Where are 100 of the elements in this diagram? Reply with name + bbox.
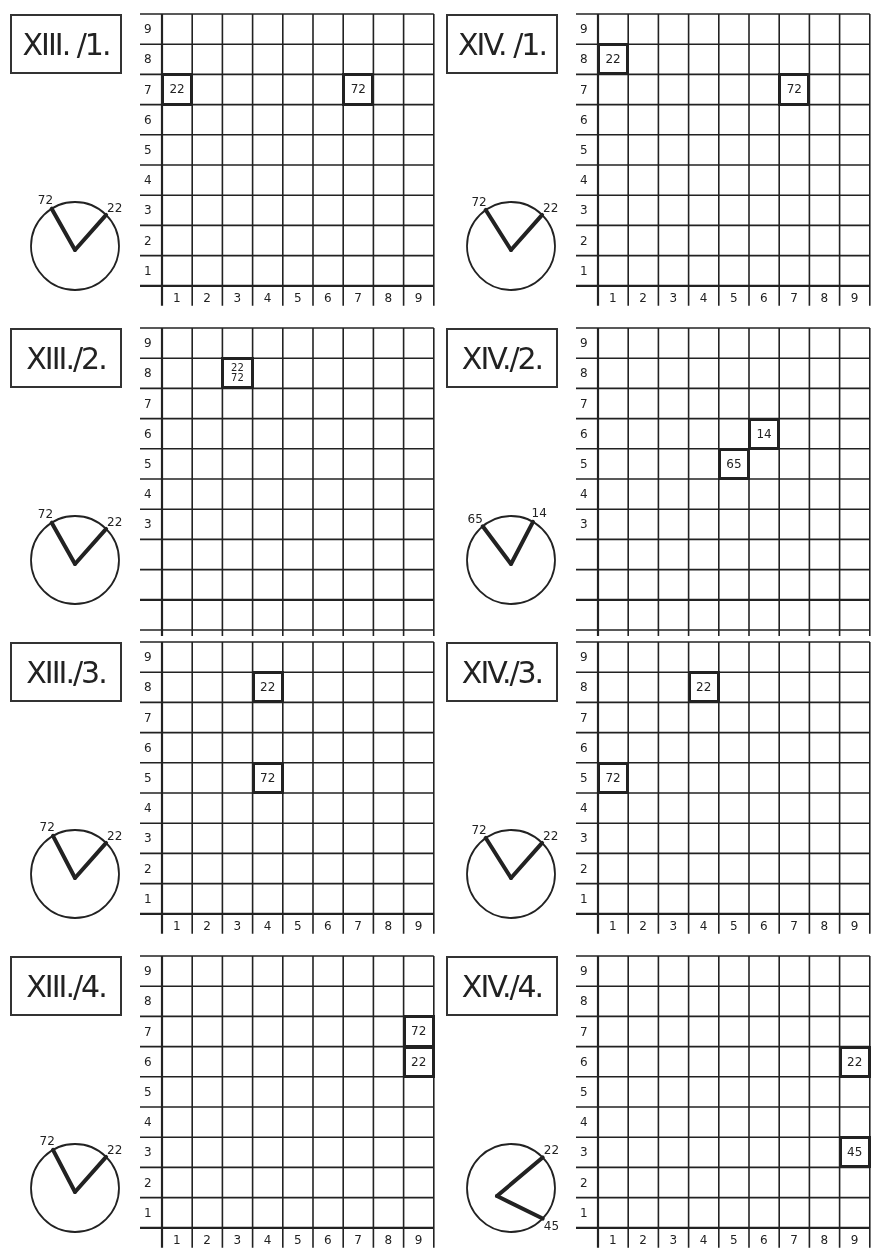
column-number: 8 (384, 290, 393, 305)
marked-cell (402, 1015, 435, 1048)
row-number: 5 (144, 456, 152, 471)
row-number: 9 (144, 650, 152, 665)
row-number: 4 (144, 487, 152, 502)
row-number: 1 (580, 1205, 588, 1220)
column-number: 5 (729, 1232, 738, 1247)
column-number: 6 (324, 290, 332, 305)
marked-cell (838, 1136, 871, 1169)
column-number: 4 (263, 290, 272, 305)
row-number: 9 (580, 650, 588, 665)
row-number: 6 (580, 426, 588, 441)
row-number: 5 (144, 142, 152, 157)
row-number: 9 (580, 964, 588, 979)
row-number: 4 (580, 801, 588, 816)
row-number: 7 (580, 710, 588, 725)
row-number: 8 (144, 994, 152, 1009)
row-number: 3 (144, 831, 152, 846)
column-number: 4 (263, 1232, 272, 1247)
row-number: 3 (580, 517, 588, 532)
row-number: 1 (144, 263, 152, 278)
row-number: 6 (580, 1054, 588, 1069)
marked-cell (161, 73, 194, 106)
row-number: 2 (144, 1175, 152, 1190)
marked-cell (402, 1045, 435, 1078)
column-number: 3 (669, 918, 678, 933)
row-number: 9 (144, 336, 152, 351)
cell-number: 22 (231, 363, 244, 374)
row-number: 4 (580, 1115, 588, 1130)
row-number: 1 (144, 1205, 152, 1220)
marked-cell (251, 671, 284, 704)
column-number: 9 (850, 918, 859, 933)
hand-label: 72 (39, 1134, 55, 1149)
column-number: 1 (173, 918, 181, 933)
cell-number: 22 (260, 681, 276, 694)
row-number: 8 (580, 680, 588, 695)
cell-number: 72 (786, 83, 802, 96)
marked-cell (597, 43, 630, 76)
column-number: 5 (293, 290, 302, 305)
row-number: 3 (144, 1145, 152, 1160)
panel-title: XIII. /1. (10, 14, 122, 74)
column-number: 2 (203, 1232, 211, 1247)
column-number: 3 (669, 1232, 678, 1247)
column-number: 6 (324, 918, 332, 933)
column-number: 3 (233, 1232, 242, 1247)
cell-number: 22 (847, 1055, 863, 1068)
panel-title: XIII./2. (10, 328, 122, 388)
row-number: 1 (144, 891, 152, 906)
hand-label: 45 (543, 1218, 560, 1233)
column-number: 7 (354, 1232, 362, 1247)
row-number: 1 (580, 891, 588, 906)
column-number: 5 (293, 918, 302, 933)
hand-label: 22 (107, 1142, 123, 1157)
row-number: 8 (580, 52, 588, 67)
row-number: 5 (580, 770, 588, 785)
row-number: 6 (144, 740, 152, 755)
row-number: 8 (580, 994, 588, 1009)
cell-number: 22 (605, 53, 621, 66)
hand-label: 14 (531, 506, 547, 521)
column-number: 2 (203, 290, 211, 305)
marked-cell (778, 73, 811, 106)
row-number: 7 (144, 396, 152, 411)
panel-title: XIV. /1. (446, 14, 558, 74)
cell-number: 22 (411, 1055, 427, 1068)
column-number: 4 (699, 290, 708, 305)
column-number: 6 (760, 1232, 768, 1247)
hand-label: 72 (37, 193, 54, 208)
marked-cell (838, 1045, 871, 1078)
row-number: 4 (144, 1115, 152, 1130)
panel-title: XIV./2. (446, 328, 558, 388)
row-number: 7 (580, 1024, 588, 1039)
column-number: 7 (354, 290, 362, 305)
row-number: 4 (580, 487, 588, 502)
row-number: 2 (580, 1175, 588, 1190)
row-number: 5 (580, 456, 588, 471)
column-number: 3 (669, 290, 678, 305)
column-number: 1 (173, 1232, 181, 1247)
marked-cell (342, 73, 375, 106)
cell-number: 22 (169, 83, 185, 96)
row-number: 8 (144, 52, 152, 67)
hand-label: 22 (543, 1143, 560, 1158)
cell-number: 72 (605, 771, 621, 784)
column-number: 7 (790, 290, 798, 305)
row-number: 3 (144, 203, 152, 218)
column-number: 5 (729, 918, 738, 933)
row-number: 9 (580, 336, 588, 351)
column-number: 4 (699, 918, 708, 933)
hand-label: 22 (107, 828, 123, 843)
marked-cell (717, 447, 750, 480)
row-number: 8 (580, 366, 588, 381)
row-number: 2 (144, 861, 152, 876)
row-number: 6 (580, 740, 588, 755)
cell-number: 72 (231, 373, 244, 384)
row-number: 4 (144, 173, 152, 188)
column-number: 6 (760, 290, 768, 305)
hand-label: 65 (467, 511, 483, 526)
column-number: 1 (609, 290, 617, 305)
row-number: 5 (580, 142, 588, 157)
row-number: 9 (580, 22, 588, 37)
column-number: 1 (609, 918, 617, 933)
